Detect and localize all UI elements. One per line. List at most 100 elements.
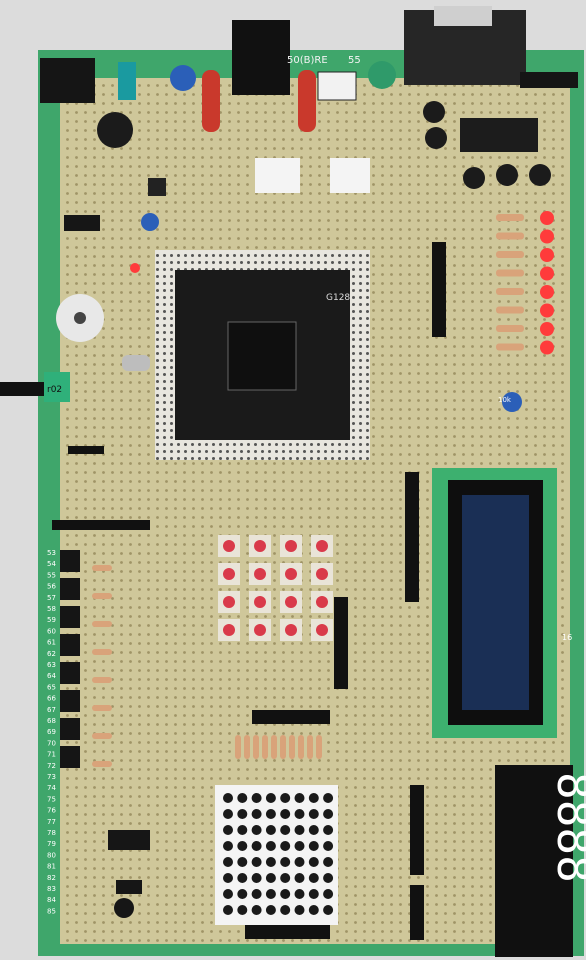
white-connector-2 [330,158,370,193]
matrix-dot [223,905,233,915]
push-button [60,718,80,740]
resistor-row [235,735,322,759]
lcd-pin-label: 16 [562,633,572,642]
film-capacitor-2 [298,70,316,132]
resistor [235,735,241,759]
matrix-dot [280,793,291,803]
row-number: 55 [47,571,56,579]
key-cap [254,540,266,552]
row-number: 72 [47,762,56,770]
key-cap [316,540,328,552]
row-number: 69 [47,728,56,736]
matrix-dot [251,889,262,899]
matrix-dot [294,889,305,899]
key-cap [285,624,297,636]
key-cap [285,568,297,580]
matrix-dot [265,793,276,803]
row-number: 60 [47,627,56,635]
row-number: 68 [47,717,56,725]
matrix-dot [323,889,334,899]
resistor [280,735,286,759]
row-number: 54 [47,560,56,568]
led-column [540,211,554,355]
resistor [298,735,304,759]
matrix-dot [308,825,319,835]
resistor [92,677,112,683]
matrix-dot [265,841,276,851]
key-cap [316,568,328,580]
row-number: 58 [47,605,56,613]
white-connector-1 [255,158,300,193]
seven-seg-digits: 8888 [547,772,586,883]
key-cap [223,624,235,636]
row-number: 79 [47,840,56,848]
seven-seg-display [495,765,573,957]
key-cap [254,568,266,580]
led [540,285,554,299]
adapter-label: G128 [326,293,350,303]
led [540,211,554,225]
push-button [60,690,80,712]
resistor [253,735,259,759]
header-horizontal [52,520,150,530]
mcu-chip [227,321,297,391]
matrix-dot [280,857,291,867]
board-silkscreen-text: 50(B)RE [287,55,328,66]
resistor [496,325,524,332]
led-matrix-dots [223,793,334,915]
usb-label: r02 [47,385,62,395]
matrix-dot [223,809,233,819]
header-bottom-1 [410,785,424,875]
row-number: 75 [47,795,56,803]
matrix-dot [308,889,319,899]
matrix-dot [265,905,276,915]
matrix-dot [294,809,305,819]
crystal [122,355,150,371]
matrix-dot [237,841,248,851]
sensor [116,880,142,894]
small-cap [141,213,159,231]
matrix-dot [280,841,291,851]
resistor [244,735,250,759]
matrix-dot [323,809,334,819]
power-switch [118,62,136,100]
led [540,322,554,336]
electrolytic-cap-1 [170,65,196,91]
led [540,248,554,262]
matrix-dot [251,793,262,803]
matrix-dot [251,905,262,915]
header-bottom-3 [245,925,330,939]
resistor [289,735,295,759]
resistor [92,649,112,655]
matrix-dot [223,825,233,835]
resistor [92,565,112,571]
reset-button [148,178,166,196]
header-small [68,446,104,454]
matrix-dot [223,873,233,883]
row-number: 62 [47,650,56,658]
key-cap [223,568,235,580]
resistor [92,733,112,739]
matrix-dot [280,809,291,819]
resistor [496,269,524,277]
left-button-column [60,550,112,768]
matrix-dot [237,809,248,819]
matrix-dot [237,793,248,803]
matrix-dot [237,889,248,899]
matrix-dot [294,793,305,803]
row-number: 66 [47,695,56,703]
matrix-dot [223,857,233,867]
key-cap [285,596,297,608]
push-button [60,606,80,628]
matrix-dot [308,793,319,803]
heatsink [232,20,290,95]
header-left-lcd [405,472,419,602]
matrix-dot [294,857,305,867]
resistor [92,621,112,627]
matrix-dot [237,873,248,883]
pot-label: 10k [498,396,512,404]
row-number: 64 [47,672,56,680]
matrix-dot [308,905,319,915]
row-number: 85 [47,907,56,915]
row-number: 78 [47,829,56,837]
